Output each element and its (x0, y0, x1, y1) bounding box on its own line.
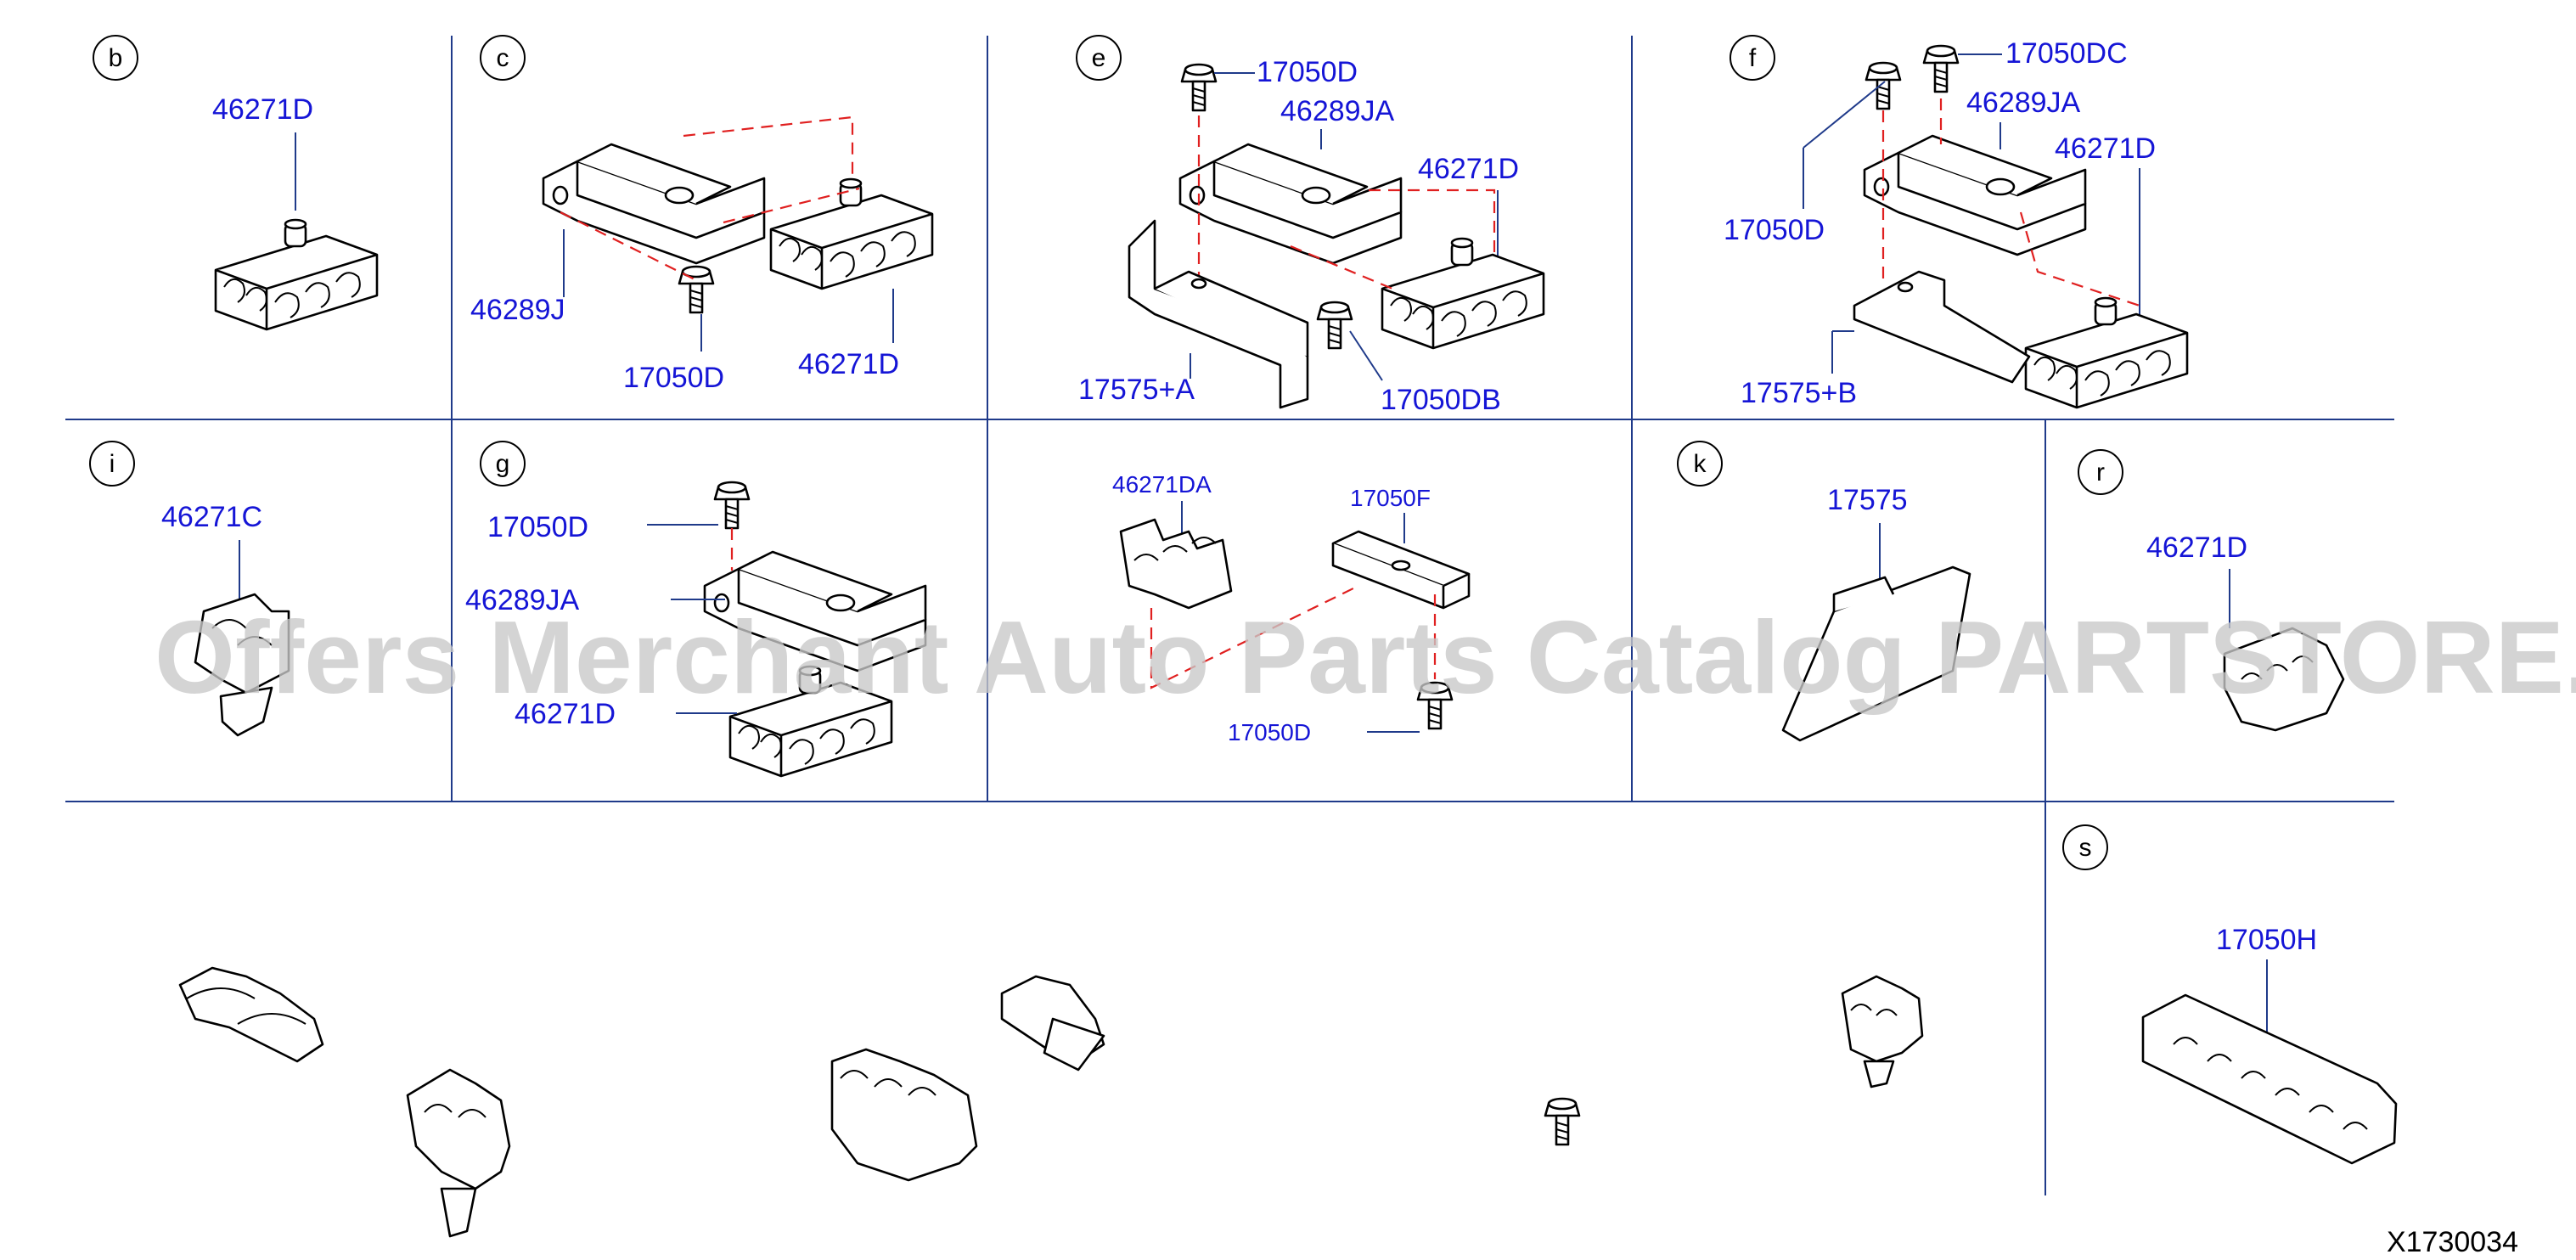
section-s-marker: s (2062, 824, 2108, 870)
part-label-46271D: 46271D (1418, 153, 1519, 185)
svg-text:b: b (109, 44, 123, 72)
part-label-46289JA: 46289JA (1280, 95, 1395, 127)
bolt-17050DB (1316, 301, 1353, 350)
part-label-17050DC: 17050DC (2005, 37, 2128, 70)
part-label-46289J: 46289J (470, 294, 565, 326)
diagram-id: X1730034 (2387, 1226, 2518, 1258)
clip-triple (830, 1048, 978, 1182)
part-label-46289JA: 46289JA (465, 584, 580, 616)
svg-text:i: i (110, 450, 115, 478)
section-i-marker: i (89, 441, 135, 487)
part-label-46271C: 46271C (161, 501, 262, 533)
svg-text:g: g (496, 450, 510, 478)
clip-46271D (214, 218, 379, 331)
section-e-marker: e (1076, 35, 1122, 81)
clip-46271DA (1119, 518, 1233, 610)
section-k-marker: k (1677, 441, 1723, 487)
svg-text:r: r (2096, 458, 2105, 487)
part-label-17050F: 17050F (1350, 485, 1431, 511)
part-label-17575+A: 17575+A (1078, 374, 1195, 406)
clip-small (1841, 975, 1924, 1063)
bolt-17050DC (1922, 44, 1960, 93)
bracket-46289JA (1863, 134, 2087, 256)
section-k: 17575 (1781, 484, 1971, 742)
part-label-46271D: 46271D (2146, 532, 2247, 564)
section-s: 17050H (2141, 924, 2398, 1165)
part-label-46271D: 46271D (2055, 132, 2156, 165)
grid-lines (65, 36, 2394, 1195)
part-label-46271DA: 46271DA (1112, 471, 1212, 498)
part-label-17050D: 17050D (1228, 719, 1311, 745)
svg-text:k: k (1694, 450, 1707, 478)
part-label-17050H: 17050H (2216, 924, 2317, 956)
part-label-46289JA: 46289JA (1966, 87, 2081, 119)
watermark: Offers Merchant Auto Parts Catalog PARTS… (155, 599, 2576, 715)
part-label-46271D: 46271D (212, 93, 313, 126)
svg-text:c: c (497, 44, 509, 72)
bracket-46289J (542, 143, 766, 265)
section-f: 17050DC 46289JA 17050D 46271D 17575+B (1724, 37, 2189, 409)
section-r: 46271D (2146, 532, 2345, 732)
section-f-marker: f (1730, 35, 1775, 81)
bolt-17050D (713, 481, 751, 530)
clip-46271D (1381, 237, 1545, 350)
clip-46271D (2223, 627, 2345, 732)
part-label-46271D: 46271D (798, 348, 899, 380)
part-label-17050D: 17050D (487, 511, 588, 543)
part-label-17575+B: 17575+B (1741, 377, 1857, 409)
section-c: 46289J 17050D 46271D (470, 115, 934, 394)
svg-text:s: s (2079, 834, 2092, 862)
bottom-parts (178, 966, 1924, 1238)
part-label-17575: 17575 (1827, 484, 1908, 516)
part-label-46271D: 46271D (515, 698, 616, 730)
section-e: 17050D 46289JA 46271D 17050DB 17575+A (1078, 56, 1545, 416)
part-label-17050DB: 17050DB (1381, 384, 1501, 416)
clip-double (178, 966, 324, 1063)
section-g-marker: g (480, 441, 526, 487)
clip-46271D (769, 177, 934, 290)
section-h: 46271DA 17050F 17050D (1112, 471, 1471, 745)
section-r-marker: r (2078, 449, 2123, 495)
part-label-17050D: 17050D (1724, 214, 1825, 246)
bracket-46289JA (1178, 143, 1403, 265)
section-i: 46271C (161, 501, 290, 737)
section-b: 46271D (212, 93, 379, 331)
clip-vertical (406, 1068, 511, 1190)
section-b-marker: b (93, 35, 138, 81)
section-c-marker: c (480, 35, 526, 81)
clip-46271C (194, 593, 290, 695)
svg-text:f: f (1749, 44, 1757, 72)
part-label-17050D: 17050D (1257, 56, 1358, 88)
clip-17050H (2141, 993, 2398, 1165)
clip-46271D (2024, 296, 2189, 409)
part-label-17050D: 17050D (623, 362, 724, 394)
svg-text:e: e (1092, 44, 1106, 72)
bolt-17050D (1180, 63, 1218, 112)
bolt-17050D (1865, 61, 1902, 110)
bolt-small (1544, 1097, 1581, 1146)
section-g: 17050D 46289JA 46271D (465, 481, 927, 778)
